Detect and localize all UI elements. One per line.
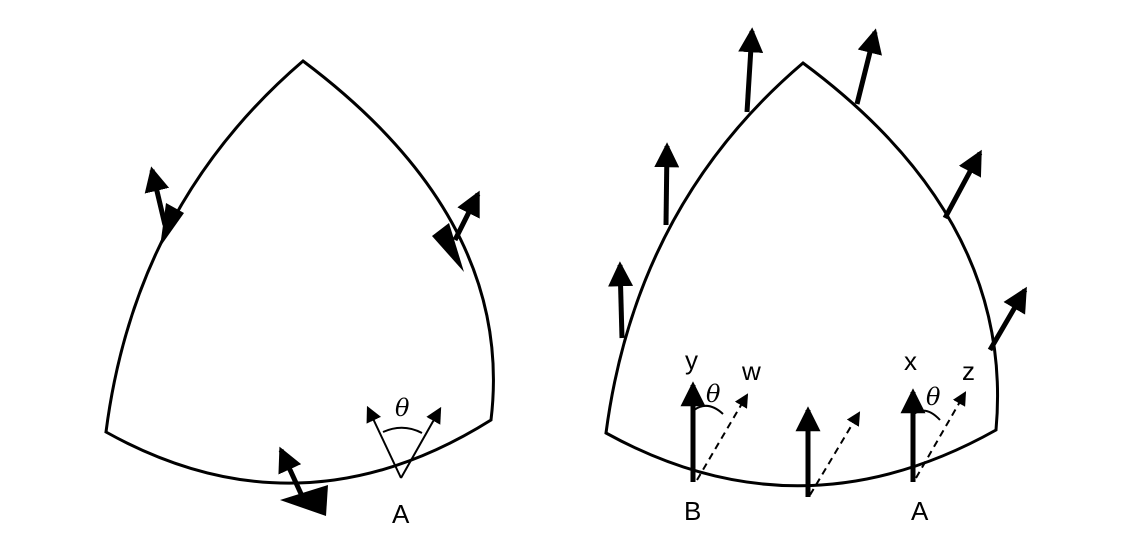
left-vector-left-side bbox=[144, 166, 170, 226]
right-vector-y-label: y bbox=[685, 345, 698, 375]
left-panel: θ A bbox=[104, 59, 495, 529]
left-spherical-triangle bbox=[104, 59, 495, 485]
left-point-a-label: A bbox=[392, 499, 410, 529]
right-panel: y w θ x z θ B A bbox=[604, 27, 1028, 526]
left-angle-label: θ bbox=[395, 394, 410, 422]
right-dashed-vector-middle bbox=[809, 411, 861, 496]
right-vector-left-2 bbox=[654, 142, 680, 226]
right-angle-arc-b bbox=[693, 404, 724, 415]
left-angle-arc bbox=[382, 426, 423, 434]
right-vector-w-label: w bbox=[741, 356, 761, 386]
right-point-b-label: B bbox=[684, 496, 701, 526]
right-spherical-triangle bbox=[604, 61, 1000, 488]
right-vector-right-1 bbox=[854, 28, 882, 105]
left-angle-ray-2 bbox=[400, 406, 442, 479]
left-direction-arrow-right-side bbox=[432, 223, 464, 272]
right-dashed-vector-z bbox=[915, 391, 967, 479]
left-direction-arrow-left-side bbox=[160, 203, 184, 247]
right-vector-left-3 bbox=[738, 27, 764, 113]
left-direction-arrow-bottom bbox=[280, 485, 328, 516]
right-vector-right-2 bbox=[942, 149, 983, 220]
right-vector-z-label: z bbox=[962, 356, 975, 386]
right-point-a-label: A bbox=[911, 496, 929, 526]
left-vector-right-side bbox=[452, 190, 481, 242]
left-vector-bottom bbox=[278, 446, 305, 498]
right-angle-label-a: θ bbox=[926, 383, 941, 411]
left-angle-ray-1 bbox=[366, 405, 402, 479]
right-vector-left-1 bbox=[608, 261, 634, 339]
right-angle-arc-a bbox=[913, 409, 941, 421]
right-dashed-vector-w bbox=[696, 393, 749, 481]
right-vector-x-label: x bbox=[904, 346, 917, 376]
right-angle-label-b: θ bbox=[706, 380, 721, 408]
right-vector-right-3 bbox=[987, 286, 1028, 352]
